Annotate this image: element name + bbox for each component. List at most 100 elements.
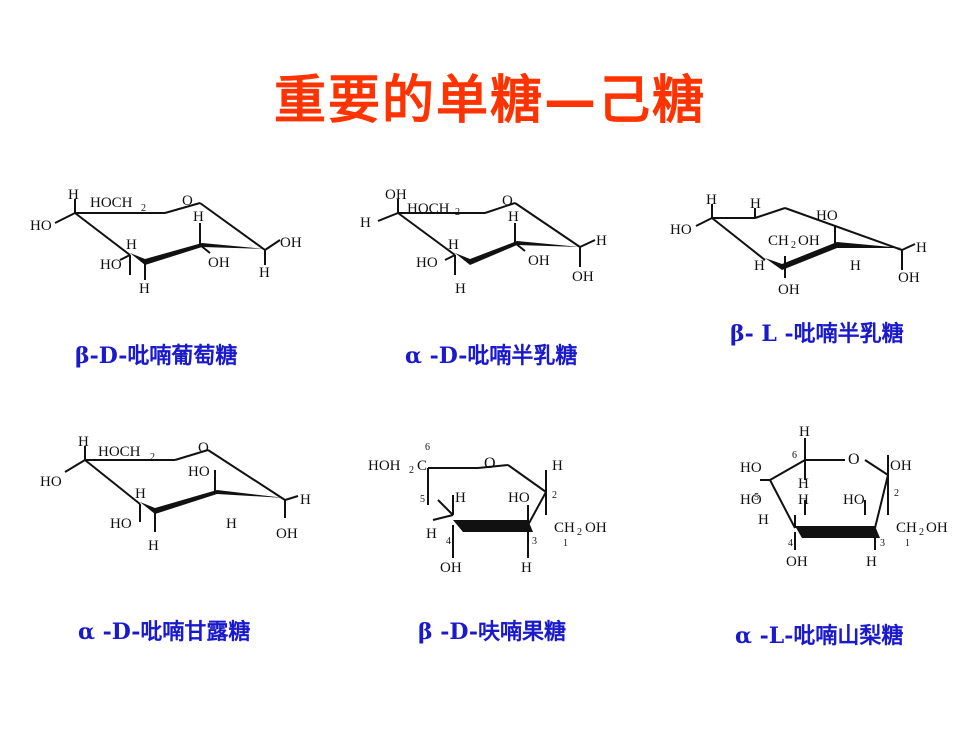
alpha-l-sorbopyranose-structure: H 6 O HO H OH 5 2 HO H HO H 4 3 CH 2 OH … — [740, 424, 948, 570]
label: 2 — [150, 452, 155, 463]
label: CH — [554, 520, 575, 536]
label: HO — [188, 464, 210, 480]
label: H — [455, 490, 466, 506]
caption-alpha-d-galactopyranose: α -D-吡喃半乳糖 — [405, 343, 578, 369]
label: OH — [280, 235, 302, 251]
label: H — [758, 512, 769, 528]
label: OH — [208, 255, 230, 271]
label: H — [866, 554, 877, 570]
beta-l-galactopyranose-structure: H H HO HO CH 2 OH H H H OH OH — [670, 192, 927, 298]
label: HO — [100, 257, 122, 273]
label: H — [126, 237, 137, 253]
label: H — [754, 258, 765, 274]
label: H — [259, 265, 270, 281]
label: H — [426, 526, 437, 542]
label: HO — [740, 492, 762, 508]
label: H — [68, 187, 79, 203]
label: HO — [416, 255, 438, 271]
label: HOCH — [90, 195, 133, 211]
label: O — [198, 440, 209, 456]
label: OH — [572, 269, 594, 285]
label: OH — [528, 253, 550, 269]
label: HO — [843, 492, 865, 508]
label: 5 — [754, 492, 759, 503]
label: 5 — [420, 494, 425, 505]
label: OH — [890, 458, 912, 474]
label: H — [193, 209, 204, 225]
label: O — [182, 193, 193, 209]
label: 1 — [563, 538, 568, 549]
label: 2 — [141, 203, 146, 214]
label: OH — [385, 187, 407, 203]
label: HOCH — [407, 201, 450, 217]
label: H — [360, 215, 371, 231]
label: OH — [798, 233, 820, 249]
label: H — [448, 237, 459, 253]
caption-beta-l-galactopyranose: β- L -吡喃半乳糖 — [730, 321, 904, 347]
label: H — [508, 209, 519, 225]
label: OH — [440, 560, 462, 576]
label: 2 — [577, 527, 582, 538]
label: H — [455, 281, 466, 297]
label: C — [417, 458, 427, 474]
label: O — [502, 193, 513, 209]
label: OH — [926, 520, 948, 536]
label: H — [148, 538, 159, 554]
label: CH — [896, 520, 917, 536]
label: H — [799, 424, 810, 440]
label: 6 — [792, 450, 797, 461]
label: 6 — [425, 442, 430, 453]
label: H — [596, 233, 607, 249]
beta-d-fructofuranose-structure: 6 HOH 2 C O H 5 2 H HO H 4 3 CH 2 OH 1 O… — [368, 442, 607, 576]
caption-alpha-d-mannopyranose: α -D-吡喃甘露糖 — [78, 619, 251, 645]
label: 2 — [894, 488, 899, 499]
label: HO — [508, 490, 530, 506]
label: 2 — [919, 527, 924, 538]
label: OH — [778, 282, 800, 298]
label: OH — [585, 520, 607, 536]
label: 2 — [455, 207, 460, 218]
label: 2 — [409, 465, 414, 476]
label: O — [484, 455, 496, 472]
label: H — [798, 492, 809, 508]
caption-beta-d-glucopyranose: β-D-吡喃葡萄糖 — [75, 343, 238, 369]
label: HOH — [368, 458, 401, 474]
page-title: 重要的单糖—己糖 — [273, 71, 706, 131]
label: H — [750, 196, 761, 212]
label: H — [916, 240, 927, 256]
label: OH — [786, 554, 808, 570]
alpha-d-galactopyranose-structure: OH H HOCH 2 O H H H HO OH OH H — [360, 187, 607, 297]
label: HO — [740, 460, 762, 476]
label: HO — [30, 218, 52, 234]
caption-alpha-l-sorbopyranose: α -L-吡喃山梨糖 — [735, 623, 904, 649]
label: O — [848, 451, 860, 468]
label: OH — [276, 526, 298, 542]
label: 1 — [905, 538, 910, 549]
label: H — [850, 258, 861, 274]
alpha-d-mannopyranose-structure: H HOCH 2 O HO HO H H HO H OH H — [40, 434, 311, 554]
label: 3 — [880, 538, 885, 549]
label: H — [226, 516, 237, 532]
label: H — [300, 492, 311, 508]
label: 4 — [446, 536, 451, 547]
label: HO — [110, 516, 132, 532]
label: 3 — [532, 536, 537, 547]
label: HO — [40, 474, 62, 490]
label: HO — [670, 222, 692, 238]
label: OH — [898, 270, 920, 286]
label: H — [139, 281, 150, 297]
label: H — [706, 192, 717, 208]
label: 4 — [788, 538, 793, 549]
label: HO — [816, 208, 838, 224]
label: H — [78, 434, 89, 450]
beta-d-glucopyranose-structure: H HOCH 2 O HO H H OH HO OH H H — [30, 187, 302, 297]
caption-beta-d-fructofuranose: β -D-呋喃果糖 — [418, 619, 567, 645]
label: H — [521, 560, 532, 576]
label: 2 — [552, 490, 557, 501]
label: 2 — [791, 240, 796, 251]
label: H — [798, 476, 809, 492]
label: CH — [768, 233, 789, 249]
label: H — [135, 486, 146, 502]
label: H — [552, 458, 563, 474]
